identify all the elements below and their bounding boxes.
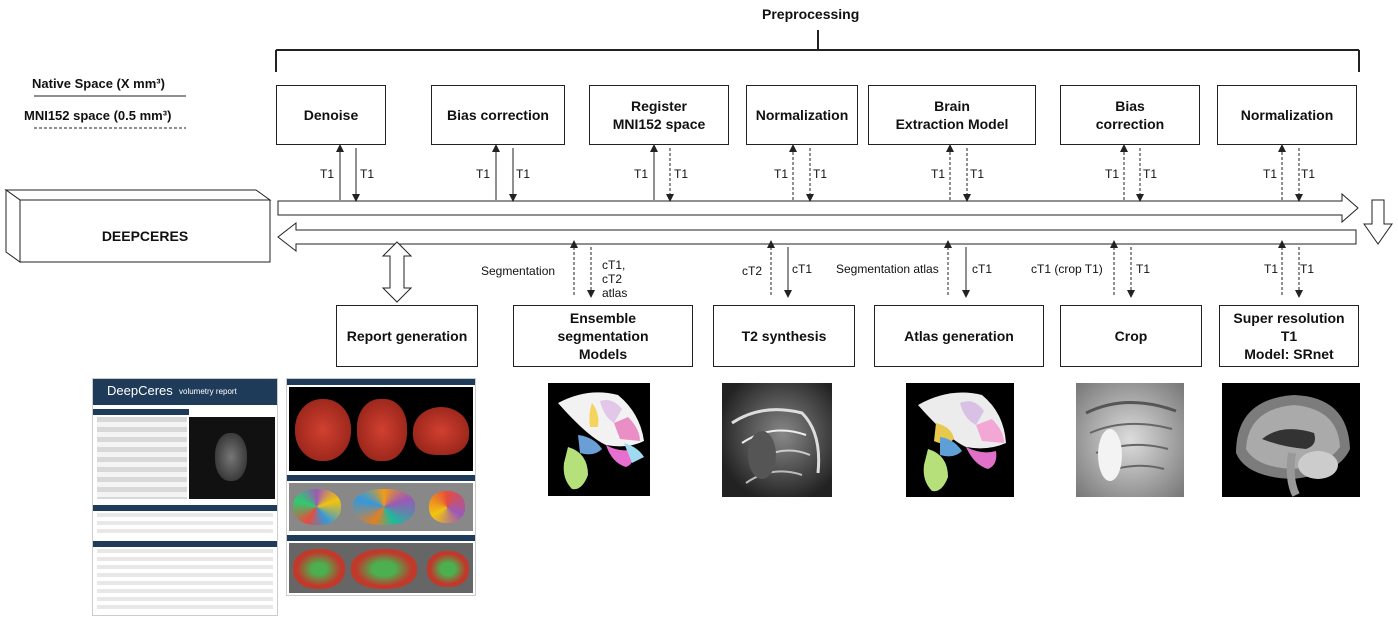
report-segmentation-page [286,378,476,596]
report-subtitle: volumetry report [179,387,237,396]
report-generation-box: Report generation [336,305,478,367]
t1-label: T1 [931,167,946,181]
ensemble-segmentation-image [548,383,650,496]
denoise-box: Denoise [276,85,386,145]
t1-label: T1 [1300,262,1315,276]
normalization-box-2: Normalization [1217,85,1357,145]
t1-label: T1 [1263,167,1278,181]
atlas-generation-image [906,383,1014,497]
t1-label: T1 [634,167,649,181]
segmentation-atlas-label: Segmentation atlas [836,262,939,276]
legend-mni-space: MNI152 space (0.5 mm³) [24,108,172,123]
deepceres-label: DEEPCERES [101,228,189,244]
t1-label: T1 [1301,167,1316,181]
ct1-crop-label: cT1 (crop T1) [1031,262,1103,276]
t2-synthesis-image [722,383,832,497]
t1-label: T1 [360,167,375,181]
t1-label: T1 [774,167,789,181]
crop-image [1076,383,1184,497]
report-page-thumbnail: DeepCeres volumetry report [92,378,278,616]
ct2-label: cT2 [742,264,763,278]
super-resolution-image [1222,383,1360,497]
ct1-ct2-atlas-label: cT1, cT2 atlas [602,258,628,300]
t2-synthesis-box: T2 synthesis [713,305,855,367]
preprocessing-title: Preprocessing [762,6,860,22]
t1-label: T1 [674,167,689,181]
t1-label: T1 [1264,262,1279,276]
t1-label: T1 [1136,262,1151,276]
t1-label: T1 [813,167,828,181]
deepceres-block [4,189,272,263]
segmentation-label: Segmentation [481,264,556,278]
t1-label: T1 [970,167,985,181]
t1-label: T1 [516,167,531,181]
ct1-label: cT1 [972,262,993,276]
t1-label: T1 [320,167,335,181]
deepceres-logo: DeepCeres [107,383,173,398]
atlas-generation-box: Atlas generation [874,305,1044,367]
ct1-label: cT1 [792,262,813,276]
legend-native-space: Native Space (X mm³) [32,76,165,91]
t1-label: T1 [1105,167,1120,181]
t1-label: T1 [1143,167,1158,181]
t1-label: T1 [476,167,491,181]
normalization-box-1: Normalization [746,85,858,145]
crop-box: Crop [1060,305,1202,367]
